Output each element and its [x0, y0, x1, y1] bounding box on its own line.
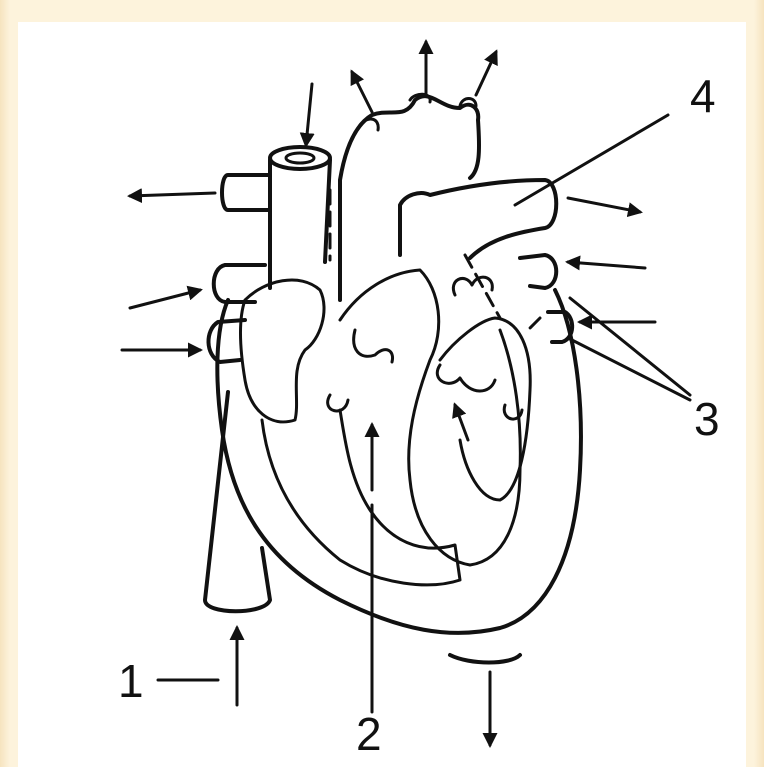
flow-arrow-svc-in: [306, 84, 312, 145]
flow-arrow-right-pulmonary-out: [130, 193, 215, 196]
pulmonary-valve: [328, 330, 393, 411]
label-1: 1: [118, 655, 144, 707]
descending-aorta-stub: [450, 655, 520, 663]
flow-arrow-aorta-right: [476, 52, 496, 95]
left-ventricle: [440, 318, 530, 500]
right-ventricle: [262, 410, 460, 585]
right-pulmonary-artery: [222, 175, 270, 210]
flow-arrow-aorta-left: [352, 72, 372, 112]
mitral-valve: [437, 365, 522, 419]
flow-arrow-left-ventricle: [455, 405, 468, 440]
flow-arrow-left-pulmonary-vein-1: [568, 262, 645, 268]
inferior-vena-cava: [205, 392, 270, 611]
flow-arrows: [122, 42, 655, 745]
interventricular-septum: [340, 270, 520, 565]
posterior-vessels: [330, 190, 540, 330]
label-2: 2: [356, 708, 382, 760]
superior-vena-cava-opening: [270, 147, 330, 169]
flow-arrow-left-pulmonary-out: [568, 198, 640, 212]
label-3: 3: [694, 393, 720, 445]
superior-vena-cava-lumen: [286, 153, 314, 163]
flow-arrow-right-pulmonary-vein-1: [130, 290, 200, 308]
leader-line-4: [515, 115, 668, 205]
label-4: 4: [690, 70, 716, 122]
superior-vena-cava: [270, 160, 330, 288]
right-pulmonary-vein-upper: [214, 265, 265, 302]
pulmonary-trunk: [400, 180, 556, 258]
leader-lines: [158, 115, 690, 712]
left-pulmonary-vein-upper: [520, 255, 556, 288]
